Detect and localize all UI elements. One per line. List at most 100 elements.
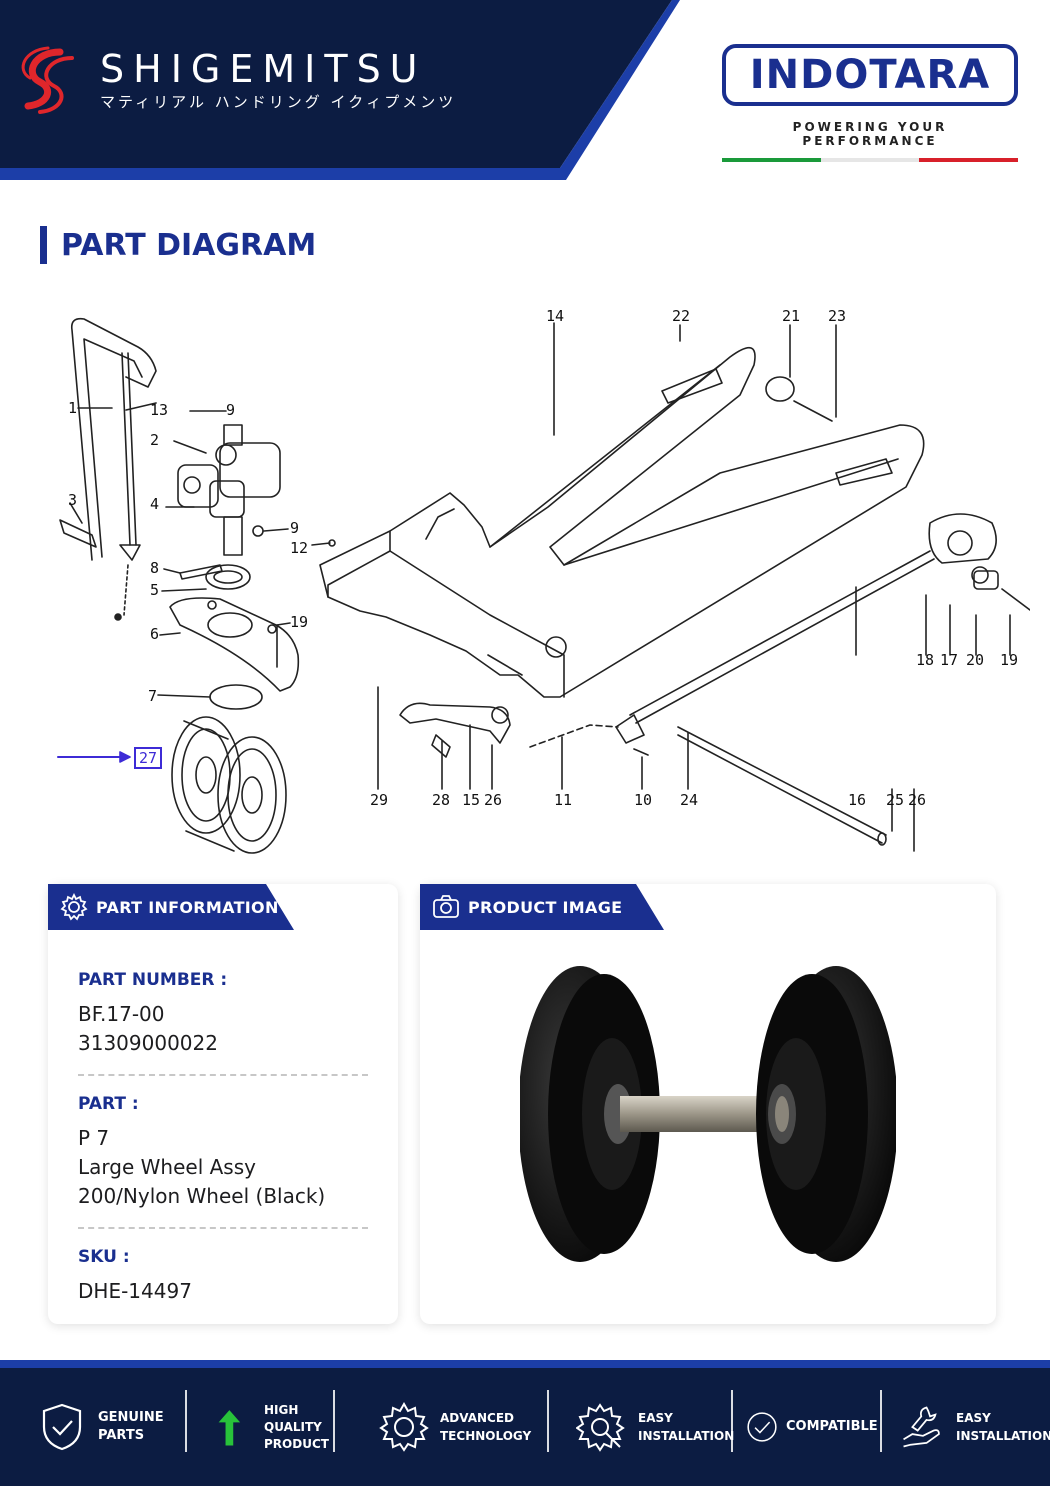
tab-background	[48, 884, 294, 930]
partner-tagline: POWERING YOUR PERFORMANCE	[792, 120, 948, 148]
partner-name: INDOTARA	[749, 52, 991, 98]
camera-icon	[433, 895, 459, 918]
footer-divider	[185, 1390, 187, 1452]
feature-3-line1: ADVANCED	[440, 1411, 515, 1425]
callout-14: 14	[546, 307, 565, 325]
callout-8: 8	[150, 559, 160, 577]
feature-2-line3: PRODUCT	[264, 1436, 329, 1451]
feature-advanced-technology: ADVANCED TECHNOLOGY	[378, 1392, 531, 1462]
callout-20: 20	[966, 651, 985, 669]
callout-26-left: 26	[484, 791, 503, 809]
dashed-divider	[78, 1074, 368, 1076]
callout-6: 6	[150, 625, 160, 643]
callout-12: 12	[290, 539, 309, 557]
shigemitsu-logo-icon	[21, 46, 74, 114]
callout-4: 4	[150, 495, 160, 513]
arrow-up-icon	[218, 1410, 241, 1446]
gear-wrench-icon	[576, 1403, 625, 1452]
part-information-tab: PART INFORMATION	[48, 884, 294, 930]
feature-6-line2: INSTALLATION	[956, 1429, 1050, 1443]
callout-3: 3	[68, 491, 78, 509]
footer-divider	[547, 1390, 549, 1452]
callout-22: 22	[672, 307, 691, 325]
brand-subtitle: マティリアル ハンドリング イクィプメンツ	[100, 92, 457, 111]
footer-divider	[333, 1390, 335, 1452]
callout-19-left: 19	[290, 613, 309, 631]
part-spec: 200/Nylon Wheel (Black)	[78, 1184, 326, 1208]
feature-1-line2: PARTS	[98, 1428, 145, 1443]
callout-28: 28	[432, 791, 451, 809]
callout-26-right: 26	[908, 791, 927, 809]
feature-easy-installation-2: EASY INSTALLATION	[900, 1392, 1050, 1462]
indotara-logo-box: INDOTARA	[722, 44, 1018, 106]
callout-1: 1	[68, 399, 78, 417]
dashed-divider	[78, 1227, 368, 1229]
tab-background	[420, 884, 664, 930]
callout-17: 17	[940, 651, 959, 669]
part-label: PART :	[78, 1094, 139, 1114]
sku-label: SKU :	[78, 1247, 130, 1267]
part-information-card: PART INFORMATION PART NUMBER : BF.17-00 …	[48, 884, 398, 1324]
callout-5: 5	[150, 581, 160, 599]
callout-11: 11	[554, 791, 573, 809]
feature-genuine-parts: GENUINE PARTS	[36, 1392, 164, 1462]
page-header: SHIGEMITSU マティリアル ハンドリング イクィプメンツ INDOTAR…	[0, 0, 1050, 190]
italian-flag-stripe	[722, 158, 1019, 162]
callout-15: 15	[462, 791, 481, 809]
check-circle-icon	[747, 1412, 777, 1442]
callout-2: 2	[150, 431, 160, 449]
gear-icon	[379, 1401, 429, 1452]
feature-compatible: COMPATIBLE	[744, 1392, 878, 1462]
page-title: PART DIAGRAM	[61, 227, 317, 263]
feature-high-quality: HIGH QUALITY PRODUCT	[214, 1392, 329, 1462]
feature-4-line1: EASY	[638, 1411, 673, 1425]
callout-16: 16	[848, 791, 867, 809]
callout-21: 21	[782, 307, 801, 325]
footer-divider	[880, 1390, 882, 1452]
feature-2-line2: QUALITY	[264, 1419, 322, 1434]
exploded-parts-diagram: 1 2 3 4 5 6 7 8 9 9 12 13 14 22 21 23 18…	[30, 295, 1030, 870]
indotara-logo: INDOTARA POWERING YOUR PERFORMANCE	[722, 44, 1019, 162]
callout-24: 24	[680, 791, 699, 809]
callout-25: 25	[886, 791, 905, 809]
feature-6-line1: EASY	[956, 1411, 991, 1425]
part-number-value-2: 31309000022	[78, 1031, 218, 1055]
feature-3-line2: TECHNOLOGY	[440, 1429, 532, 1443]
part-details: PART NUMBER : BF.17-00 31309000022 PART …	[78, 970, 368, 1306]
part-name: Large Wheel Assy	[78, 1155, 256, 1179]
feature-4-line2: INSTALLATION	[638, 1429, 735, 1443]
feature-easy-installation: EASY INSTALLATION	[576, 1392, 734, 1462]
feature-1-line1: GENUINE	[98, 1410, 164, 1425]
feature-2-line1: HIGH	[264, 1402, 299, 1417]
part-information-title: PART INFORMATION	[96, 897, 279, 917]
hand-wrench-icon	[903, 1406, 940, 1448]
callout-9-top: 9	[226, 401, 236, 419]
shigemitsu-brand: SHIGEMITSU マティリアル ハンドリング イクィプメンツ	[14, 44, 456, 116]
callout-23: 23	[828, 307, 847, 325]
callout-29: 29	[370, 791, 389, 809]
header-background	[0, 0, 680, 180]
callout-10: 10	[634, 791, 653, 809]
pallet-truck-line-drawing	[57, 317, 1030, 854]
section-heading: PART DIAGRAM	[40, 226, 316, 264]
shield-check-icon	[42, 1403, 82, 1451]
features-footer: GENUINE PARTS HIGH QUALITY PRODUCT ADVAN…	[0, 1360, 1050, 1486]
callout-9-bottom: 9	[290, 519, 300, 537]
callout-27-highlighted: 27	[134, 747, 163, 769]
feature-5-line1: COMPATIBLE	[786, 1419, 878, 1434]
part-number-label: PART NUMBER :	[78, 970, 228, 990]
callout-13: 13	[150, 401, 169, 419]
part-number-value-1: BF.17-00	[78, 1002, 165, 1026]
footer-divider	[731, 1390, 733, 1452]
callout-7: 7	[148, 687, 158, 705]
callout-18: 18	[916, 651, 935, 669]
product-image-tab: PRODUCT IMAGE	[420, 884, 664, 930]
heading-accent-bar	[40, 226, 47, 264]
brand-name: SHIGEMITSU	[100, 46, 427, 91]
part-position: P 7	[78, 1126, 110, 1150]
large-wheel-assembly-photo	[520, 966, 896, 1262]
gear-icon	[60, 893, 88, 921]
product-image-title: PRODUCT IMAGE	[468, 897, 623, 917]
product-image-card: PRODUCT IMAGE	[420, 884, 996, 1324]
sku-value: DHE-14497	[78, 1279, 192, 1303]
